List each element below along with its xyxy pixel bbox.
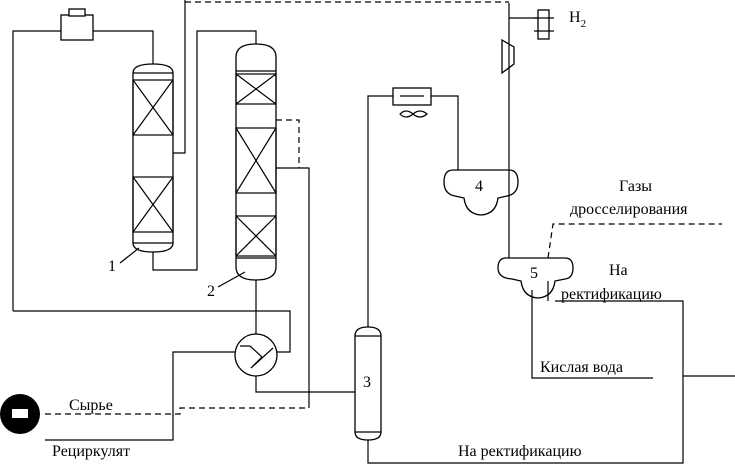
label-gases-line2: дросселирования xyxy=(570,201,688,218)
label-acid-water: Кислая вода xyxy=(540,359,623,376)
label-gases-line1: Газы xyxy=(619,178,652,195)
top-vessel-icon xyxy=(60,8,94,41)
label-recycle: Рециркулят xyxy=(52,443,130,460)
separator-3 xyxy=(354,326,382,441)
label-equipment-4: 4 xyxy=(475,178,483,195)
leader-line-2 xyxy=(217,271,246,288)
leader-line-1 xyxy=(119,247,140,264)
heat-exchanger-icon xyxy=(234,333,278,377)
pump-icon xyxy=(0,394,40,434)
label-to-rectification-2: На ректификацию xyxy=(458,443,582,460)
label-equipment-2: 2 xyxy=(207,283,215,300)
dashed-lines xyxy=(45,1,722,415)
separator-4 xyxy=(443,169,519,216)
reactor-2 xyxy=(235,43,277,281)
label-equipment-1: 1 xyxy=(108,258,116,275)
compressor-icon xyxy=(501,38,515,75)
label-equipment-5: 5 xyxy=(530,265,538,282)
process-lines xyxy=(12,0,735,464)
label-to-rectification-1-line1: На xyxy=(609,262,628,279)
reactor-1 xyxy=(132,63,174,253)
label-h2: H2 xyxy=(569,9,586,30)
label-equipment-3: 3 xyxy=(363,374,371,391)
label-to-rectification-1-line2: ректификацию xyxy=(561,286,662,303)
separator-5 xyxy=(497,257,574,299)
air-cooler-fan-icon xyxy=(392,87,432,118)
h2-valve-icon xyxy=(534,9,554,40)
label-raw-feed: Сырье xyxy=(69,397,113,414)
